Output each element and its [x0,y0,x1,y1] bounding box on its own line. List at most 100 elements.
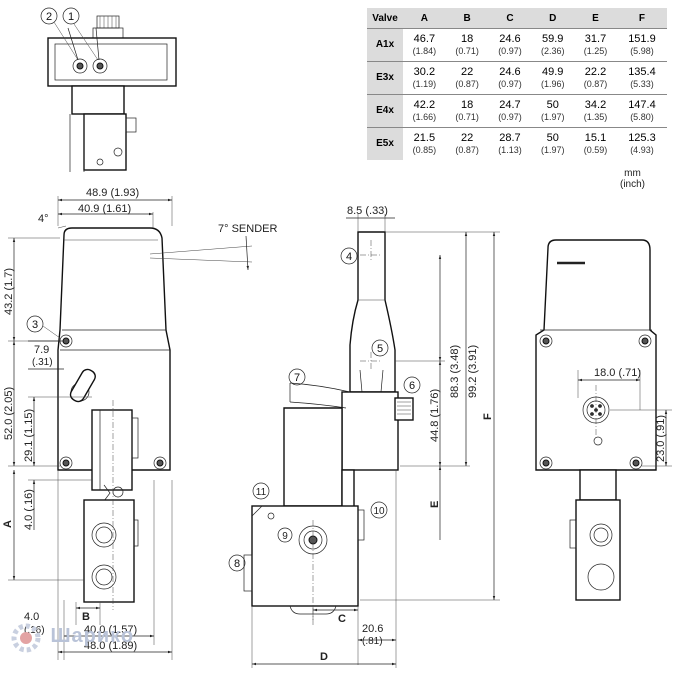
header-a: A [403,8,446,29]
cell-mm: 50 [546,99,559,111]
top-view [47,15,177,172]
cell-inch: (1.96) [540,79,565,89]
cell-mm: 24.7 [499,99,521,111]
svg-text:99.2 (3.91): 99.2 (3.91) [467,345,479,398]
cell-mm: 30.2 [413,66,436,78]
cell-inch: (5.80) [630,112,654,122]
cell-mm: 18 [461,99,474,111]
callout-10: 10 [370,501,388,519]
svg-text:(.31): (.31) [32,357,53,368]
units-note: mm (inch) [620,168,645,190]
cell-mm: 50 [546,132,559,144]
svg-text:40.0 (1.57): 40.0 (1.57) [84,624,137,636]
callout-8: 8 [228,554,246,572]
cell-mm: 42.2 [413,99,436,111]
svg-text:11: 11 [256,487,267,498]
svg-text:40.9 (1.61): 40.9 (1.61) [78,203,131,215]
cell-mm: 24.6 [499,33,521,45]
cell-inch: (5.33) [630,79,654,89]
header-valve: Valve [367,8,403,29]
cell-mm: 125.3 [628,132,656,144]
cell-inch: (0.71) [455,46,479,56]
row-valve-label: A1x [367,28,403,62]
cell-mm: 135.4 [628,66,656,78]
table-cell: 30.2(1.19) [403,61,446,95]
cell-mm: 22 [461,132,474,144]
table-cell: 24.6(0.97) [488,61,532,95]
cell-inch: (0.85) [412,145,437,155]
svg-text:7° SENDER: 7° SENDER [218,223,277,235]
svg-text:F: F [482,413,494,420]
table-cell: 31.7(1.25) [574,28,617,62]
cell-inch: (1.84) [412,46,437,56]
cell-inch: (1.35) [583,112,608,122]
front-dimensions: 48.9 (1.93) 40.9 (1.61) 4° 7° SENDER 43.… [2,187,277,660]
svg-text:5: 5 [377,343,383,355]
units-primary: mm [624,168,641,179]
row-valve-label: E5x [367,127,403,160]
table-cell: 22(0.87) [445,127,489,160]
cell-mm: 34.2 [584,99,607,111]
table-cell: 24.7(0.97) [488,94,532,128]
cell-mm: 21.5 [413,132,436,144]
cell-inch: (4.93) [630,145,654,155]
header-f: F [616,8,667,29]
table-cell: 49.9(1.96) [531,61,575,95]
cell-inch: (0.87) [583,79,608,89]
svg-text:48.9 (1.93): 48.9 (1.93) [86,187,139,199]
svg-text:9: 9 [282,531,288,542]
cell-mm: 15.1 [584,132,607,144]
watermark-text: Шарико [50,625,135,648]
svg-text:10: 10 [373,506,385,517]
top-view-port-1 [92,58,108,74]
callout-9: 9 [277,527,293,543]
row-valve-label: E4x [367,94,403,128]
callout-7: 7 [288,368,306,386]
header-e: E [574,8,617,29]
svg-text:E: E [429,501,441,508]
svg-text:52.0 (2.05): 52.0 (2.05) [3,387,15,440]
svg-text:4.0 (.16): 4.0 (.16) [23,489,35,530]
callout-4: 4 [340,247,358,265]
svg-text:2: 2 [46,11,52,23]
svg-text:29.1 (1.15): 29.1 (1.15) [23,409,35,462]
cell-inch: (1.97) [540,145,565,155]
svg-text:23.0 (.91): 23.0 (.91) [655,415,667,462]
cell-inch: (0.97) [498,46,522,56]
header-c: C [488,8,532,29]
cell-mm: 147.4 [628,99,656,111]
table-cell: 22.2(0.87) [574,61,617,95]
gear-icon [11,623,41,653]
cell-mm: 151.9 [628,33,656,45]
cell-inch: (2.36) [540,46,565,56]
svg-text:4: 4 [346,251,352,263]
table-cell: 46.7(1.84) [403,28,446,62]
svg-text:48.0 (1.89): 48.0 (1.89) [84,640,137,652]
svg-text:4°: 4° [38,213,49,225]
table-cell: 18(0.71) [445,28,489,62]
svg-text:4.0: 4.0 [24,611,39,623]
svg-text:7: 7 [294,372,300,384]
svg-text:(.81): (.81) [362,636,383,647]
cell-inch: (0.97) [498,79,522,89]
cell-inch: (0.97) [498,112,522,122]
top-view-port-2 [72,58,88,74]
cell-inch: (1.66) [412,112,437,122]
table-cell: 15.1(0.59) [574,127,617,160]
cell-mm: 24.6 [499,66,521,78]
svg-text:1: 1 [68,11,74,23]
svg-text:18.0 (.71): 18.0 (.71) [594,367,641,379]
table-cell: 50(1.97) [531,94,575,128]
svg-text:D: D [320,651,328,663]
callout-2: 2 [40,7,58,25]
table-cell: 22(0.87) [445,61,489,95]
row-valve-label: E3x [367,61,403,95]
table-cell: 34.2(1.35) [574,94,617,128]
svg-text:44.8 (1.76): 44.8 (1.76) [429,389,441,442]
cell-inch: (0.71) [455,112,479,122]
watermark-logo: Шарико [6,618,134,658]
cell-inch: (1.97) [540,112,565,122]
